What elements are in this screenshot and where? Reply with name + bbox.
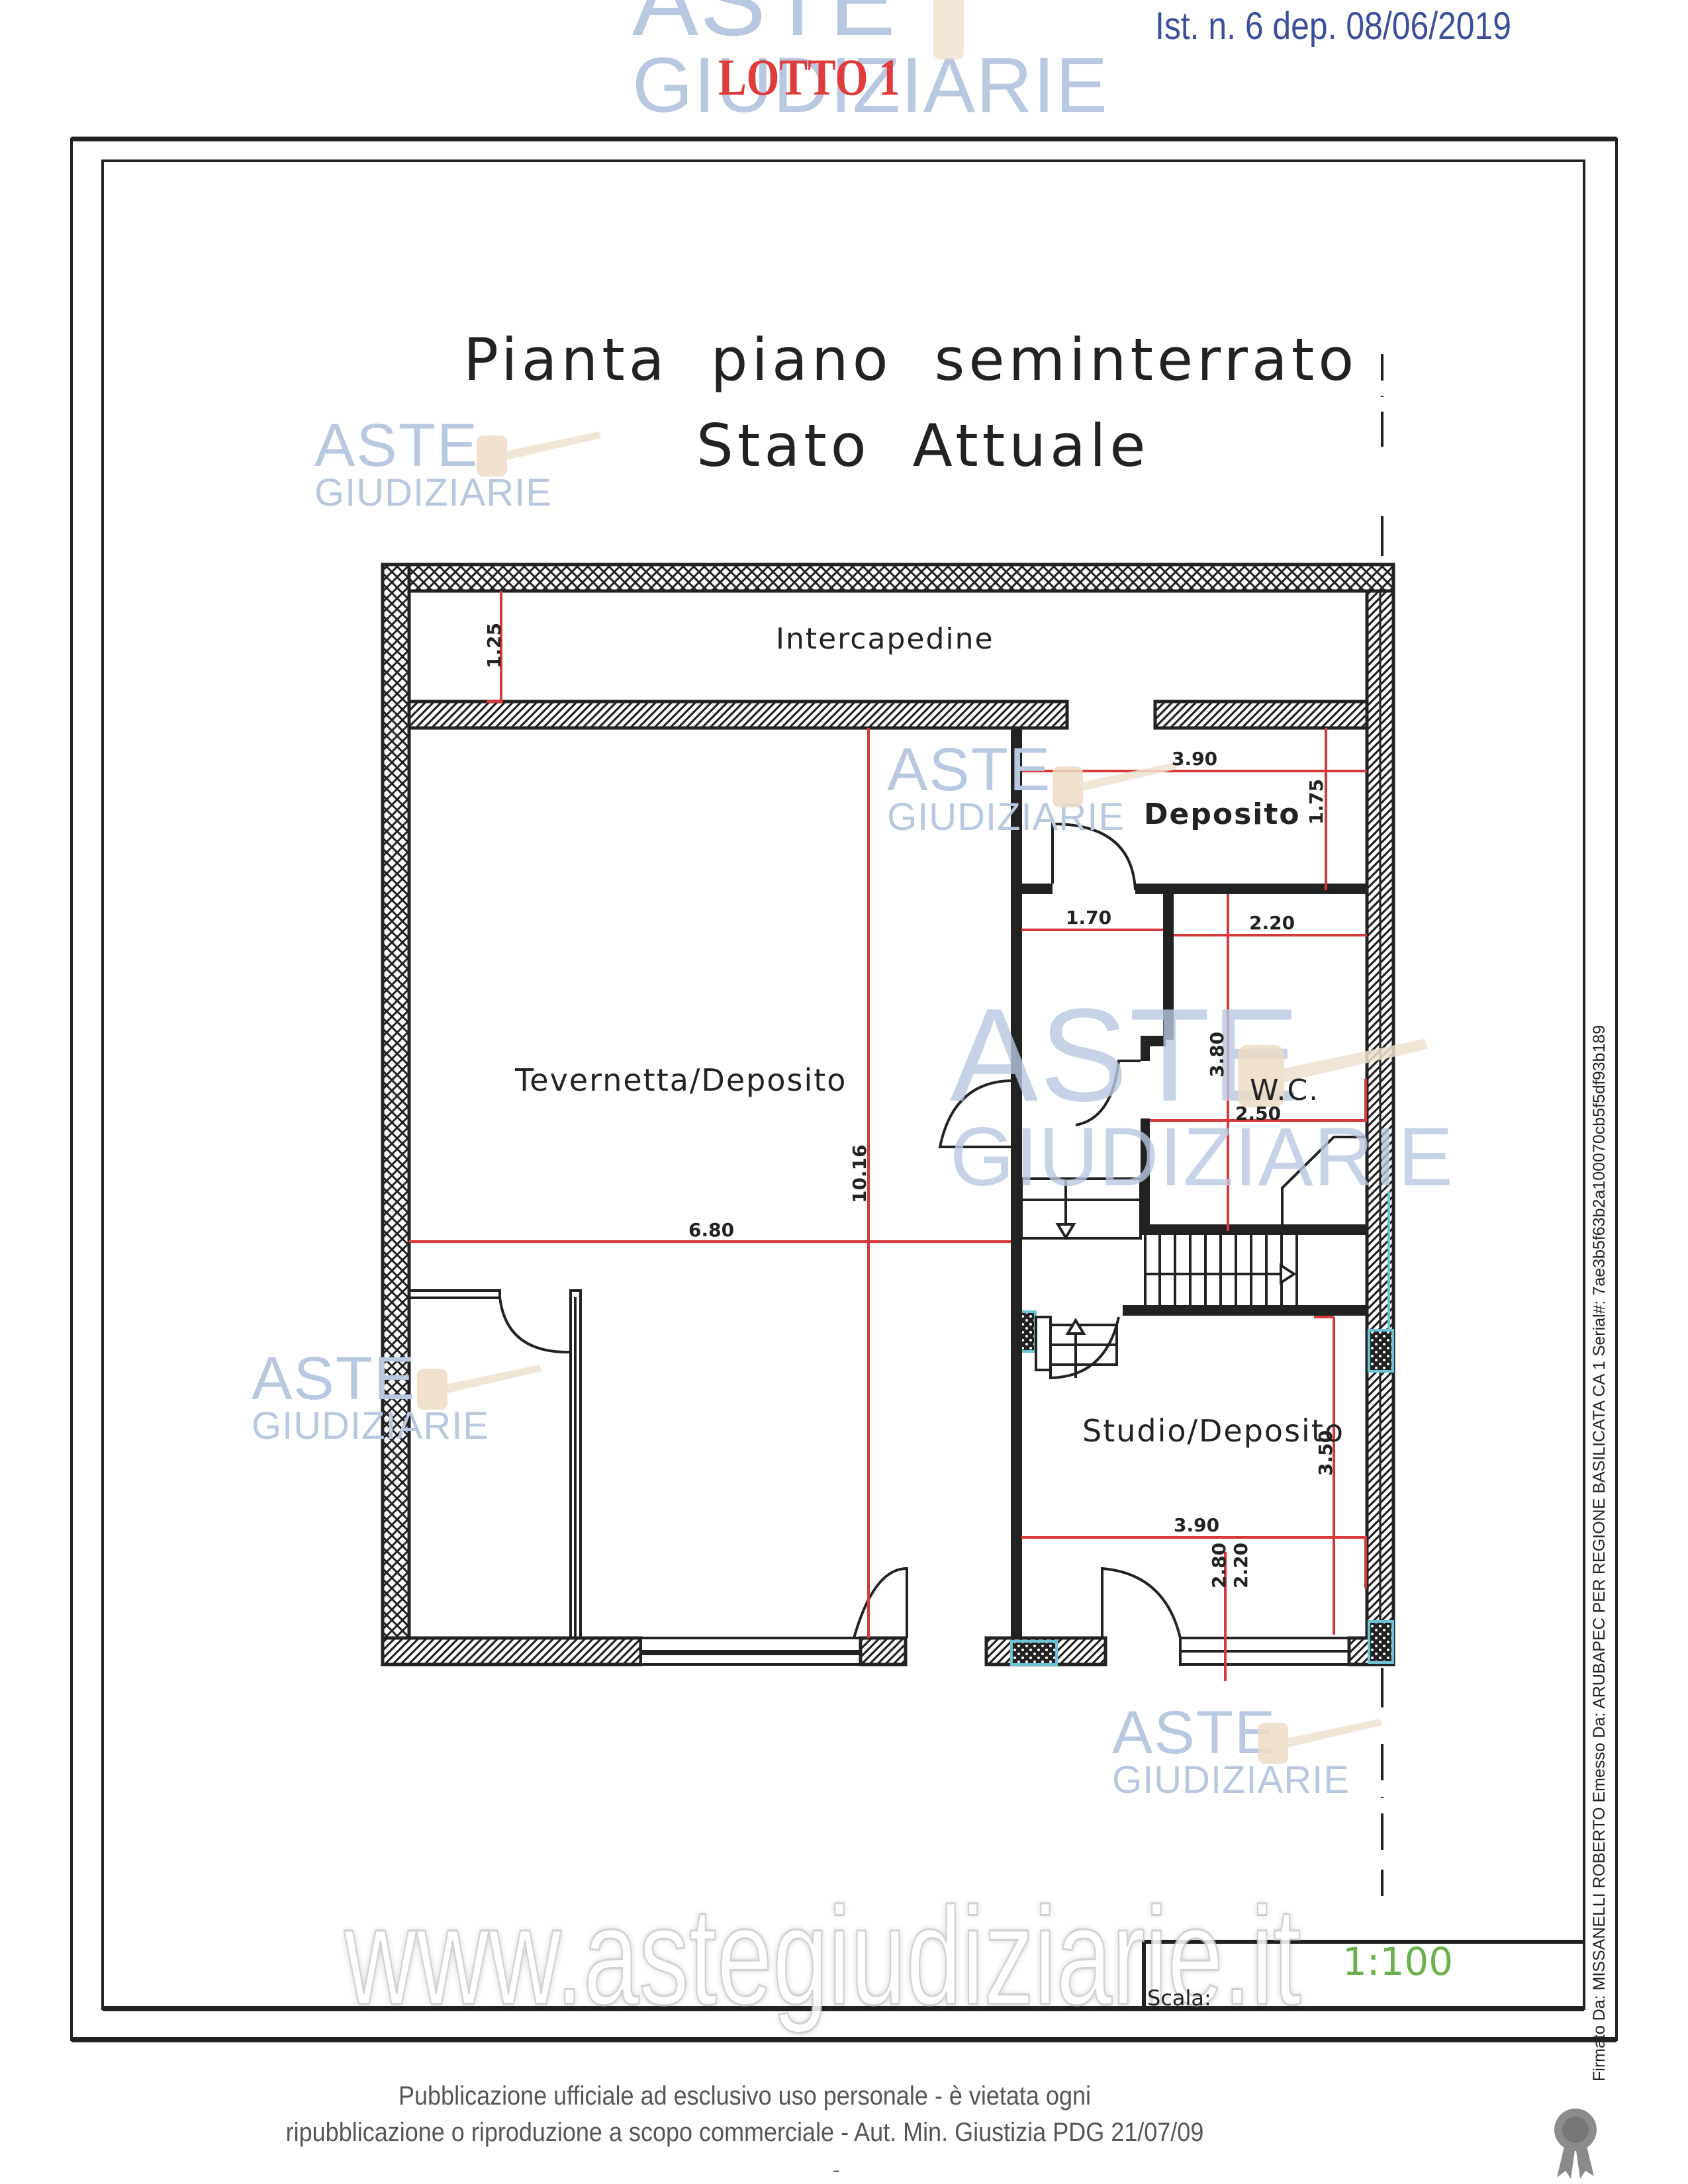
gavel-icon bbox=[1053, 762, 1177, 807]
room-label-studio: Studio/Deposito bbox=[1082, 1413, 1345, 1449]
dimension-value: 1.25 bbox=[483, 622, 505, 668]
footer-mark: - bbox=[833, 2159, 840, 2182]
scale-value: 1:100 bbox=[1342, 1939, 1454, 1984]
gavel-icon bbox=[1238, 1038, 1428, 1108]
certified-seal-icon bbox=[1554, 2109, 1597, 2179]
doors-and-fixtures bbox=[408, 822, 1367, 1639]
dimension-value: 3.90 bbox=[1174, 1514, 1220, 1536]
room-label-intercapedine: Intercapedine bbox=[776, 622, 994, 656]
room-label-deposito: Deposito bbox=[1144, 797, 1301, 831]
exterior-walls bbox=[381, 563, 1395, 1666]
dimension-value: 1.75 bbox=[1305, 778, 1327, 825]
interior-walls bbox=[1011, 728, 1367, 1638]
dimension-value: 1.70 bbox=[1066, 907, 1112, 929]
document-reference: Ist. n. 6 dep. 08/06/2019 bbox=[1155, 5, 1512, 48]
gavel-icon bbox=[933, 0, 964, 60]
drawing-subtitle: Stato Attuale bbox=[696, 412, 1150, 480]
scale-label: Scala: bbox=[1147, 1985, 1211, 2011]
dimension-value: 2.20 bbox=[1249, 912, 1295, 934]
lot-label: LOTTO 1 bbox=[718, 48, 900, 106]
site-watermark: www.astegiudiziarie.it bbox=[344, 1878, 1302, 2035]
dimension-value: 3.90 bbox=[1172, 748, 1218, 770]
dimension-lines bbox=[409, 591, 1367, 1681]
drawing-frame bbox=[70, 136, 1618, 2042]
dimension-value: 2.20 bbox=[1230, 1542, 1252, 1588]
digital-signature: Firmato Da: MISSANELLI ROBERTO Emesso Da… bbox=[1590, 1024, 1609, 2081]
footer-disclaimer-line2: ripubblicazione o riproduzione a scopo c… bbox=[285, 2118, 1204, 2147]
dimension-value: 10.16 bbox=[849, 1144, 870, 1203]
dimension-value: 2.80 bbox=[1208, 1542, 1230, 1588]
gavel-icon bbox=[417, 1365, 541, 1410]
room-label-wc: W.C. bbox=[1250, 1073, 1320, 1107]
dimension-value: 6.80 bbox=[688, 1219, 735, 1241]
dimension-value: 2.50 bbox=[1235, 1103, 1282, 1124]
footer-disclaimer-line1: Pubblicazione ufficiale ad esclusivo uso… bbox=[399, 2081, 1091, 2111]
dimension-value: 3.80 bbox=[1206, 1031, 1228, 1077]
gavel-icon bbox=[1258, 1719, 1382, 1764]
drawing-title: Pianta piano seminterrato bbox=[463, 326, 1358, 394]
room-label-tavernetta: Tevernetta/Deposito bbox=[515, 1062, 847, 1098]
dimension-value: 3.50 bbox=[1315, 1430, 1336, 1476]
gavel-icon bbox=[477, 432, 601, 477]
